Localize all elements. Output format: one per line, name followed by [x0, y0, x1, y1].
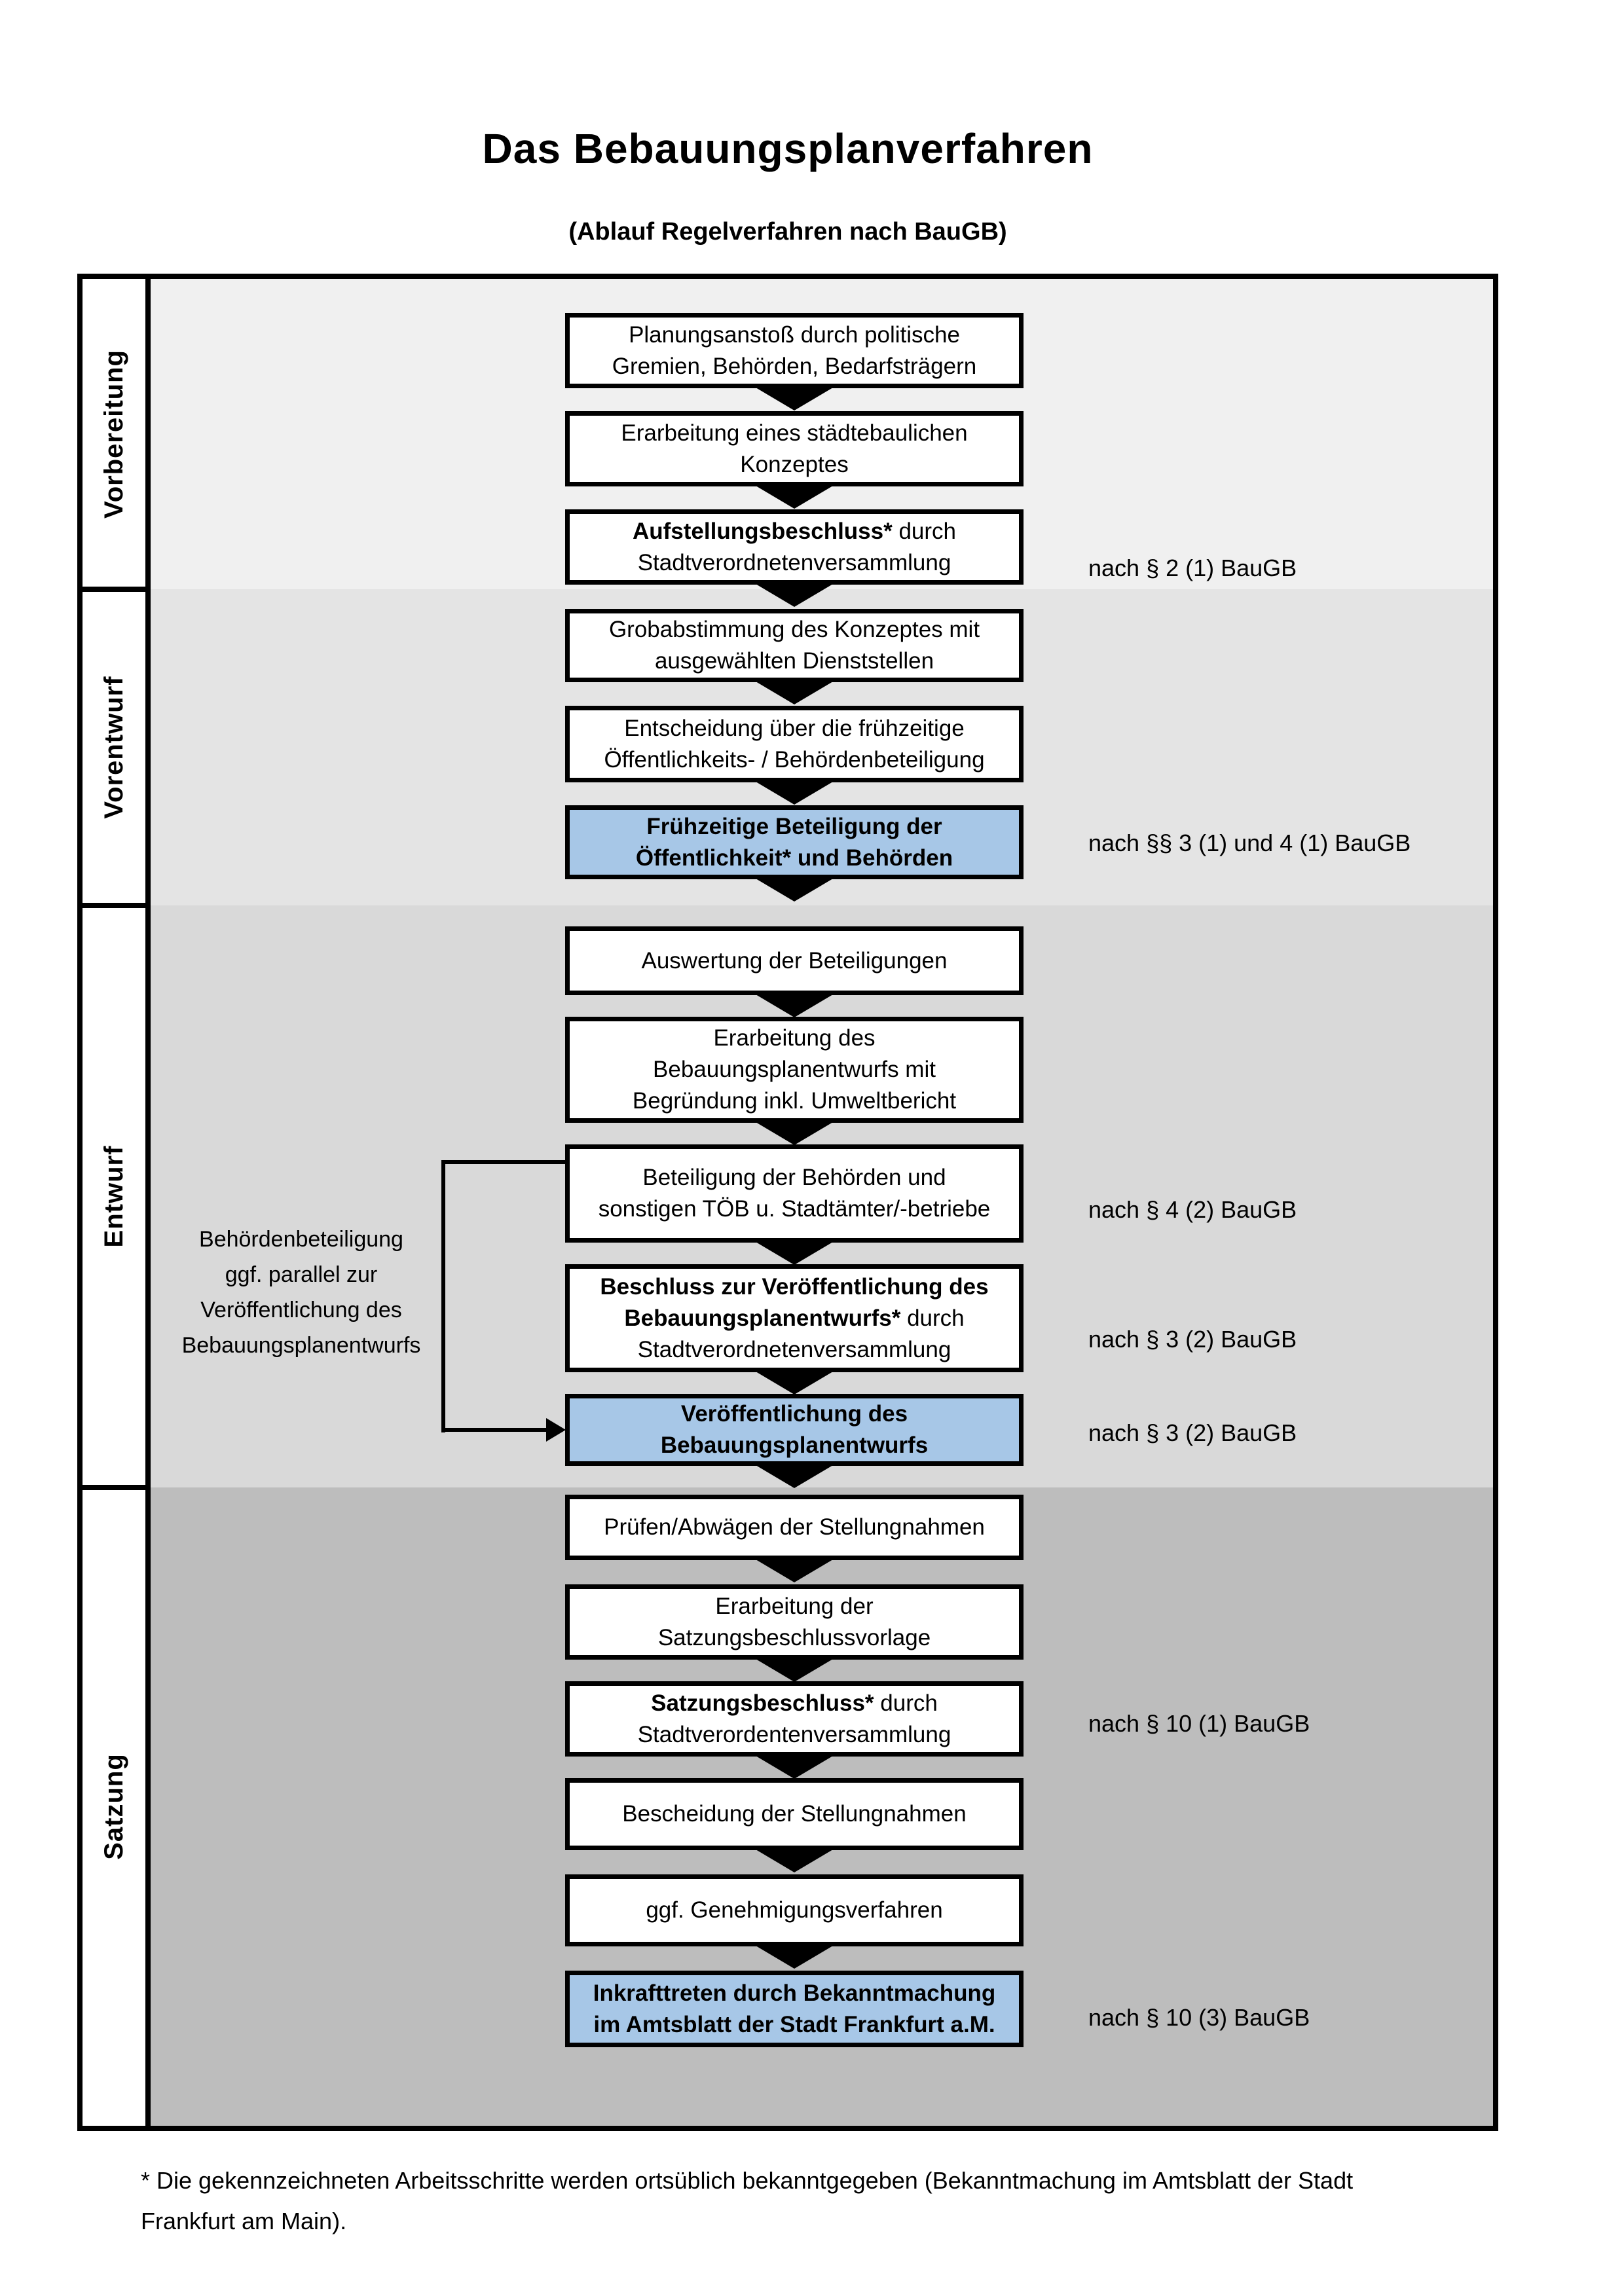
arrow-down-icon	[756, 1559, 833, 1582]
flow-step-text: Bebauungsplanentwurfs mit	[653, 1057, 936, 1082]
flow-step-text: Prüfen/Abwägen der Stellungnahmen	[604, 1514, 985, 1540]
flow-step-text: Veröffentlichung des	[680, 1401, 908, 1427]
flow-step-highlighted: Inkrafttreten durch Bekanntmachung im Amt…	[565, 1971, 1024, 2047]
phase-label-satzung: Satzung	[100, 1753, 128, 1860]
arrow-down-icon	[756, 1659, 833, 1682]
arrow-down-icon	[756, 1850, 833, 1872]
arrow-down-icon	[756, 486, 833, 509]
flow-step-text: Gremien, Behörden, Bedarfsträgern	[612, 353, 977, 379]
flow-step-text: ggf. Genehmigungsverfahren	[646, 1897, 943, 1923]
arrow-down-icon	[756, 879, 833, 902]
flow-step-text: sonstigen TÖB u. Stadtämter/-betriebe	[598, 1196, 991, 1222]
flow-step: Bescheidung der Stellungnahmen	[565, 1778, 1024, 1850]
flow-step: Auswertung der Beteiligungen	[565, 926, 1024, 995]
arrow-down-icon	[756, 388, 833, 410]
arrow-down-icon	[756, 1756, 833, 1779]
phase-label-vorentwurf: Vorentwurf	[100, 676, 128, 819]
law-reference: nach §§ 3 (1) und 4 (1) BauGB	[1088, 829, 1411, 856]
label-column-divider	[145, 279, 151, 2126]
arrow-down-icon	[756, 1122, 833, 1145]
flow-step-text: Satzungsbeschluss* durch	[651, 1690, 938, 1716]
flow-step-text: Erarbeitung des	[713, 1025, 876, 1051]
footnote: * Die gekennzeichneten Arbeitsschritte w…	[141, 2167, 1354, 2234]
flow-step-text: im Amtsblatt der Stadt Frankfurt a.M.	[593, 2011, 995, 2037]
flow-step-text: Inkrafttreten durch Bekanntmachung	[593, 1980, 996, 2006]
law-reference: nach § 4 (2) BauGB	[1088, 1196, 1297, 1223]
arrow-down-icon	[756, 1372, 833, 1394]
flow-step-text: Stadtverordnetenversammlung	[637, 1336, 951, 1362]
law-reference: nach § 3 (2) BauGB	[1088, 1326, 1297, 1353]
flow-step-text: Öffentlichkeits- / Behördenbeteiligung	[604, 746, 985, 773]
flow-step-text: Bebauungsplanentwurfs	[660, 1432, 929, 1458]
flow-step-text: Aufstellungsbeschluss* durch	[632, 518, 957, 544]
flow-step-text: Satzungsbeschlussvorlage	[657, 1624, 931, 1650]
side-note: Behördenbeteiligung ggf. parallel zur Ve…	[181, 1227, 421, 1358]
flow-step-text: Beschluss zur Veröffentlichung des	[600, 1273, 989, 1300]
phase-label-vorbereitung: Vorbereitung	[100, 350, 128, 519]
arrow-down-icon	[756, 782, 833, 805]
flow-step-text: Auswertung der Beteiligungen	[641, 947, 948, 974]
arrow-down-icon	[756, 994, 833, 1017]
connector-line-top	[441, 1160, 567, 1164]
flow-step-text: ausgewählten Dienststellen	[654, 648, 934, 674]
flow-step: Prüfen/Abwägen der Stellungnahmen	[565, 1495, 1024, 1560]
flow-step-text: Stadtverordnetenversammlung	[637, 549, 951, 575]
law-reference: nach § 2 (1) BauGB	[1088, 555, 1297, 581]
flow-step-text: Öffentlichkeit* und Behörden	[635, 845, 953, 871]
flow-step-text: Konzeptes	[740, 451, 849, 477]
arrow-down-icon	[756, 1242, 833, 1265]
law-reference: nach § 10 (1) BauGB	[1088, 1710, 1310, 1737]
flow-step-text: Bebauungsplanentwurfs* durch	[624, 1305, 965, 1331]
law-reference: nach § 3 (2) BauGB	[1088, 1419, 1297, 1446]
flow-step-text: Bescheidung der Stellungnahmen	[622, 1801, 967, 1827]
flow-step-text: Beteiligung der Behörden und	[642, 1165, 946, 1190]
arrow-down-icon	[756, 584, 833, 607]
flow-step: Grobabstimmung des Konzeptes mit ausgewäh…	[565, 609, 1024, 682]
flow-step-text: Grobabstimmung des Konzeptes mit	[608, 617, 980, 642]
section-divider	[83, 1485, 151, 1490]
flow-step-text: Begründung inkl. Umweltbericht	[632, 1088, 957, 1114]
section-divider	[83, 903, 151, 908]
connector-line-bottom	[441, 1428, 546, 1432]
flow-step: Beteiligung der Behörden und sonstigen TÖ…	[565, 1144, 1024, 1243]
connector-arrow-right-icon	[546, 1418, 566, 1442]
arrow-down-icon	[756, 1465, 833, 1488]
connector-line-vertical	[441, 1160, 445, 1432]
flow-step: ggf. Genehmigungsverfahren	[565, 1874, 1024, 1946]
arrow-down-icon	[756, 682, 833, 704]
page-title: Das Bebauungsplanverfahren	[482, 125, 1094, 172]
flow-step-text: Erarbeitung der	[715, 1593, 874, 1619]
flow-step-text: Planungsanstoß durch politische	[629, 321, 960, 348]
phase-label-entwurf: Entwurf	[100, 1145, 128, 1248]
page-subtitle: (Ablauf Regelverfahren nach BauGB)	[568, 218, 1007, 246]
flow-step-text: Erarbeitung eines städtebaulichen	[621, 420, 968, 446]
flow-step-text: Stadtverordentenversammlung	[637, 1721, 951, 1747]
section-divider	[83, 587, 151, 592]
flow-step-text: Entscheidung über die frühzeitige	[624, 715, 965, 741]
law-reference: nach § 10 (3) BauGB	[1088, 2004, 1310, 2031]
flow-step-text: Frühzeitige Beteiligung der	[646, 813, 942, 839]
arrow-down-icon	[756, 1946, 833, 1969]
